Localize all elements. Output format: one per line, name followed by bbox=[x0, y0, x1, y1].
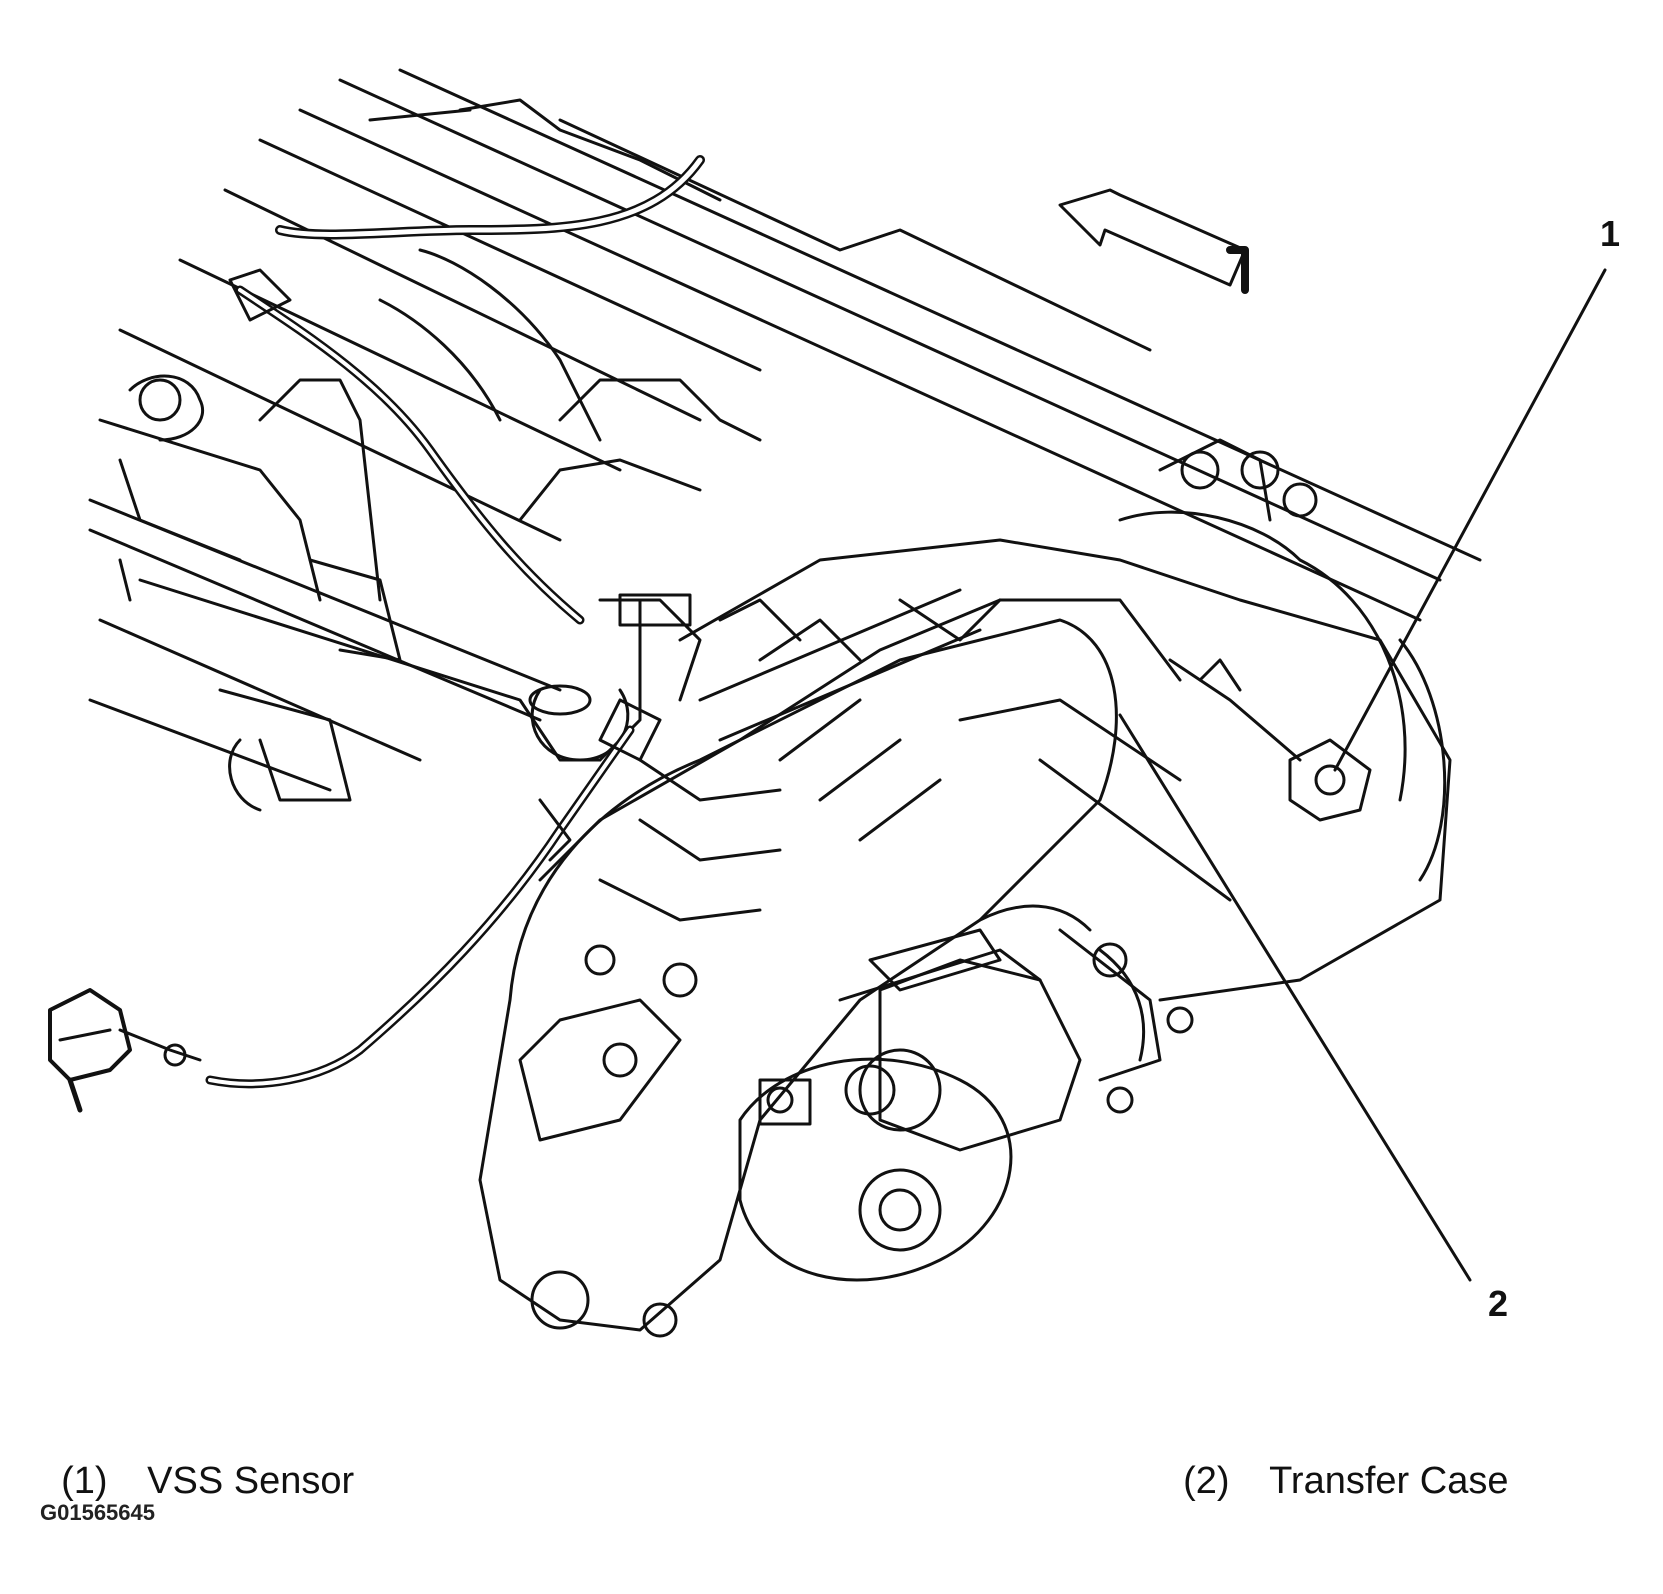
legend-label: Transfer Case bbox=[1269, 1460, 1509, 1502]
transfer-case-line-drawing bbox=[48, 68, 1607, 1338]
leader-lines bbox=[1118, 268, 1607, 1282]
figure-id: G01565645 bbox=[40, 1500, 155, 1525]
vss-sensor-cable bbox=[205, 698, 662, 1089]
transmission-housing bbox=[128, 248, 630, 762]
transfer-case-body bbox=[538, 438, 1452, 1002]
legend-number: (2) bbox=[1183, 1460, 1230, 1502]
callout-1: 1 bbox=[1600, 213, 1621, 254]
legend-label: VSS Sensor bbox=[147, 1460, 355, 1502]
tubes bbox=[518, 378, 762, 762]
legend-item-transfer-case: (2) Transfer Case bbox=[1162, 1417, 1508, 1503]
legend-number: (1) bbox=[61, 1460, 108, 1502]
housing-ribs bbox=[598, 598, 1002, 922]
encoder-motor bbox=[758, 904, 1194, 1152]
front-direction-arrow-icon bbox=[1058, 188, 1249, 294]
vss-sensor-mount bbox=[1168, 658, 1372, 822]
vss-sensor-part bbox=[48, 988, 202, 1113]
callout-2: 2 bbox=[1488, 1283, 1509, 1324]
transmission-body bbox=[88, 68, 1482, 812]
legend-item-vss-sensor: (1) VSS Sensor bbox=[40, 1417, 354, 1503]
transfer-case-rear bbox=[478, 618, 1118, 1338]
wiring-harness bbox=[228, 155, 705, 625]
